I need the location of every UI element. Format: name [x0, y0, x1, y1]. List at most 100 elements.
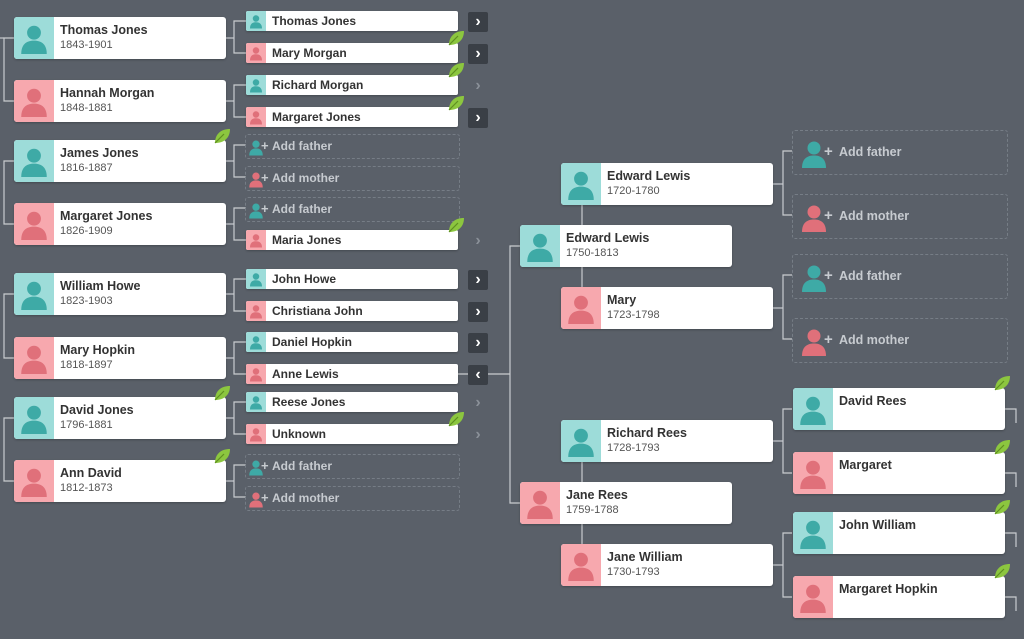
person-dates: 1759-1788: [566, 504, 619, 516]
chevron-right-icon[interactable]: ›: [468, 44, 488, 64]
leaf-hint-icon[interactable]: [212, 446, 232, 466]
female-avatar-icon: [246, 107, 266, 127]
person-card-david-rees[interactable]: David Rees: [793, 388, 1005, 430]
leaf-hint-icon[interactable]: [992, 497, 1012, 517]
add-parent-label: Add mother: [839, 332, 910, 347]
add-parent-label: Add father: [839, 268, 902, 283]
person-name: Margaret Jones: [272, 110, 361, 124]
person-name: Margaret: [839, 458, 892, 472]
leaf-hint-icon[interactable]: [446, 60, 466, 80]
add-mother-button[interactable]: +Add mother: [245, 166, 460, 191]
leaf-hint-icon[interactable]: [212, 383, 232, 403]
chevron-right-icon[interactable]: ›: [475, 394, 481, 411]
person-card-margaret[interactable]: Margaret: [793, 452, 1005, 494]
leaf-hint-icon[interactable]: [992, 561, 1012, 581]
leaf-hint-icon[interactable]: [446, 28, 466, 48]
chevron-right-icon[interactable]: ›: [468, 12, 488, 32]
male-avatar-icon: [793, 512, 833, 554]
female-avatar-icon: [798, 201, 830, 238]
person-card-unknown[interactable]: Unknown: [246, 424, 458, 444]
person-card-maria-jones[interactable]: Maria Jones: [246, 230, 458, 250]
female-avatar-icon: [247, 170, 265, 193]
male-avatar-icon: [14, 17, 54, 59]
leaf-hint-icon[interactable]: [446, 93, 466, 113]
person-name: John Howe: [272, 272, 337, 286]
person-card-daniel-hopkin[interactable]: Daniel Hopkin: [246, 332, 458, 352]
male-avatar-icon: [246, 11, 266, 31]
female-avatar-icon: [246, 43, 266, 63]
plus-icon: +: [824, 142, 833, 160]
chevron-right-icon[interactable]: ›: [475, 232, 481, 249]
male-avatar-icon: [246, 269, 266, 289]
add-mother-button[interactable]: +Add mother: [792, 318, 1008, 363]
person-name: Daniel Hopkin: [272, 335, 353, 349]
chevron-right-icon[interactable]: ›: [468, 108, 488, 128]
person-card-john-howe[interactable]: John Howe: [246, 269, 458, 289]
person-card-reese-jones[interactable]: Reese Jones: [246, 392, 458, 412]
add-father-button[interactable]: +Add father: [245, 454, 460, 479]
chevron-right-icon[interactable]: ›: [468, 333, 488, 353]
add-parent-label: Add father: [272, 138, 332, 153]
person-card-mary-hopkin[interactable]: Mary Hopkin 1818-1897: [14, 337, 226, 379]
chevron-right-icon[interactable]: ›: [468, 270, 488, 290]
person-card-mary-morgan[interactable]: Mary Morgan: [246, 43, 458, 63]
person-name: John William: [839, 518, 916, 532]
person-card-margaret-hopkin[interactable]: Margaret Hopkin: [793, 576, 1005, 618]
add-father-button[interactable]: +Add father: [245, 134, 460, 159]
person-dates: 1723-1798: [607, 309, 660, 321]
female-avatar-icon: [798, 325, 830, 362]
add-father-button[interactable]: +Add father: [245, 197, 460, 222]
plus-icon: +: [824, 206, 833, 224]
leaf-hint-icon[interactable]: [446, 409, 466, 429]
person-card-john-william[interactable]: John William: [793, 512, 1005, 554]
person-card-christiana-john[interactable]: Christiana John: [246, 301, 458, 321]
person-name: Richard Rees: [607, 426, 687, 440]
person-card-anne-lewis[interactable]: Anne Lewis: [246, 364, 458, 384]
person-name: David Jones: [60, 403, 134, 417]
person-dates: 1816-1887: [60, 162, 113, 174]
leaf-hint-icon[interactable]: [992, 373, 1012, 393]
person-name: Christiana John: [272, 304, 363, 318]
chevron-left-icon[interactable]: ‹: [468, 365, 488, 385]
leaf-hint-icon[interactable]: [992, 437, 1012, 457]
female-avatar-icon: [793, 452, 833, 494]
add-parent-label: Add father: [272, 458, 332, 473]
add-mother-button[interactable]: +Add mother: [792, 194, 1008, 239]
person-name: Edward Lewis: [566, 231, 650, 245]
leaf-hint-icon[interactable]: [212, 126, 232, 146]
person-card-thomas-jones[interactable]: Thomas Jones: [246, 11, 458, 31]
person-dates: 1818-1897: [60, 359, 113, 371]
person-card-margaret-jones[interactable]: Margaret Jones: [246, 107, 458, 127]
person-dates: 1730-1793: [607, 566, 660, 578]
male-avatar-icon: [798, 261, 830, 298]
leaf-hint-icon[interactable]: [446, 215, 466, 235]
person-name: Margaret Hopkin: [839, 582, 938, 596]
chevron-right-icon[interactable]: ›: [475, 77, 481, 94]
chevron-right-icon[interactable]: ›: [475, 426, 481, 443]
person-card-richard-morgan[interactable]: Richard Morgan: [246, 75, 458, 95]
person-name: Unknown: [272, 427, 326, 441]
person-name: Mary Hopkin: [60, 343, 136, 357]
chevron-right-icon[interactable]: ›: [468, 302, 488, 322]
add-parent-label: Add father: [272, 201, 332, 216]
female-avatar-icon: [520, 482, 560, 524]
female-avatar-icon: [561, 544, 601, 586]
male-avatar-icon: [247, 458, 265, 481]
add-father-button[interactable]: +Add father: [792, 130, 1008, 175]
add-mother-button[interactable]: +Add mother: [245, 486, 460, 511]
person-name: Margaret Jones: [60, 209, 153, 223]
add-father-button[interactable]: +Add father: [792, 254, 1008, 299]
